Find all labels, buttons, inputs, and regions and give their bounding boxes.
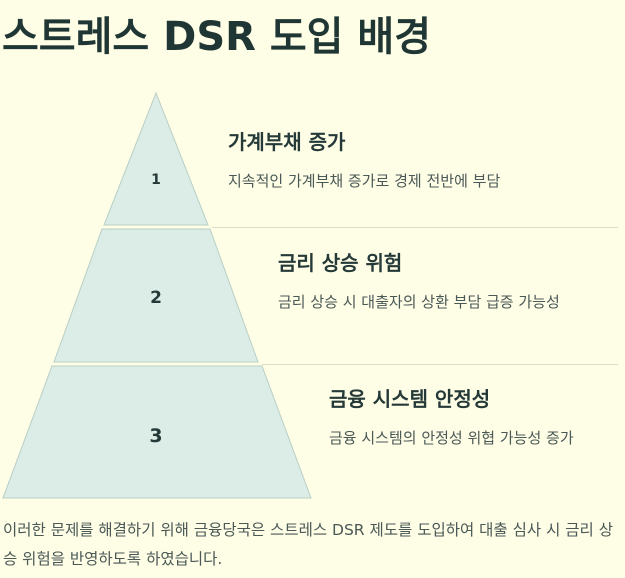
page-title: 스트레스 DSR 도입 배경 <box>2 14 431 60</box>
level-1-description: 지속적인 가계부채 증가로 경제 전반에 부담 <box>228 172 501 190</box>
level-2-description: 금리 상승 시 대출자의 상환 부담 급증 가능성 <box>278 293 560 311</box>
tier-number-3: 3 <box>149 425 162 447</box>
level-3-text: 금융 시스템 안정성 금융 시스템의 안정성 위협 가능성 증가 <box>329 383 609 453</box>
footer-paragraph: 이러한 문제를 해결하기 위해 금융당국은 스트레스 DSR 제도를 도입하여 … <box>3 521 613 568</box>
level-2-heading: 금리 상승 위험 <box>278 251 403 275</box>
level-3-description: 금융 시스템의 안정성 위협 가능성 증가 <box>329 429 574 447</box>
tier-number-2: 2 <box>150 288 162 308</box>
level-3-heading: 금융 시스템 안정성 <box>329 387 491 411</box>
pyramid-tier-3 <box>2 365 312 499</box>
divider-1 <box>212 227 618 228</box>
divider-2 <box>262 364 618 365</box>
level-1-text: 가계부채 증가 지속적인 가계부채 증가로 경제 전반에 부담 <box>228 126 608 196</box>
pyramid-tier-2 <box>53 228 259 363</box>
level-2-text: 금리 상승 위험 금리 상승 시 대출자의 상환 부담 급증 가능성 <box>278 247 608 317</box>
level-1-heading: 가계부채 증가 <box>228 130 346 154</box>
tier-number-1: 1 <box>151 172 161 188</box>
pyramid-tier-1 <box>103 91 209 226</box>
